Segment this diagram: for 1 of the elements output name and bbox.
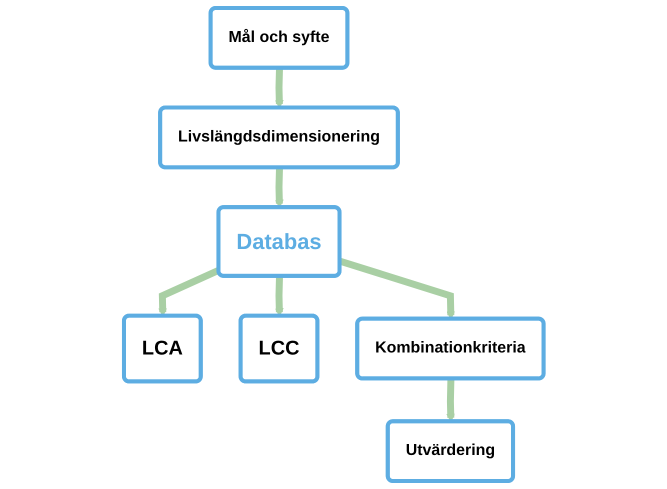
arrow bbox=[274, 68, 284, 108]
